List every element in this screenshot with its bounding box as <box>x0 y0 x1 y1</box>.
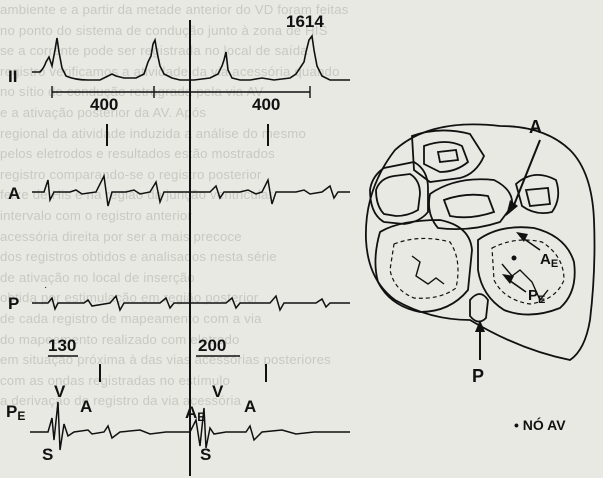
pe-wave-a-right: A <box>244 397 256 416</box>
pe-marker-ae: AE <box>185 403 205 424</box>
lead-pe-label: PE <box>6 402 25 423</box>
interval-left-label: 400 <box>90 95 118 114</box>
legend-av-node: • NÓ AV <box>514 416 566 433</box>
pe-wave-s-left: S <box>42 445 53 464</box>
pe-wave-a-left: A <box>80 397 92 416</box>
dot-mark: · <box>44 282 47 293</box>
lead-a-label: A <box>8 184 20 203</box>
arrow-a-label: A <box>529 117 542 137</box>
lead-p-label: P <box>8 294 19 313</box>
site-pe-label: PE <box>528 287 545 306</box>
pe-wave-v-right: V <box>212 382 224 401</box>
cycle-length-label: 1614 <box>286 12 324 31</box>
interval-right-label: 400 <box>252 95 280 114</box>
interval-p-right-label: 200 <box>198 336 226 355</box>
pe-wave-v-left: V <box>54 382 66 401</box>
av-node-dot <box>512 256 517 261</box>
site-ae-label: AE <box>540 251 558 270</box>
pe-wave-s-right: S <box>200 445 211 464</box>
arrow-p-label: P <box>472 366 484 386</box>
lead-ii-label: II <box>8 67 17 86</box>
arrow-a-head <box>506 200 518 216</box>
interval-p-left-label: 130 <box>48 336 76 355</box>
